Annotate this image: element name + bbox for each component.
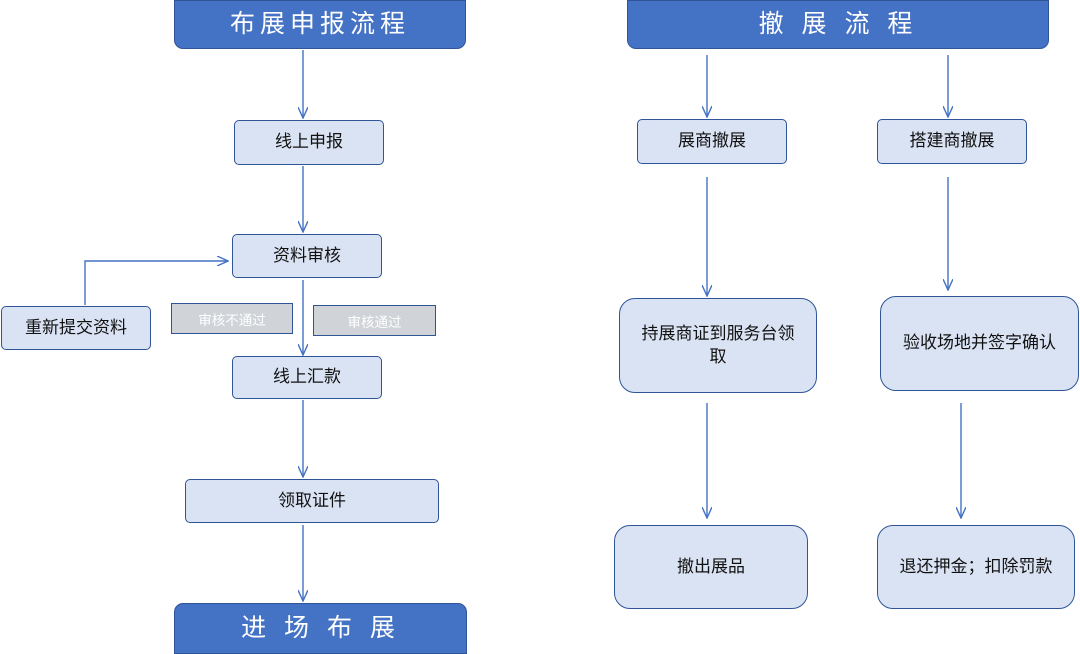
- step-document-review: 资料审核: [232, 234, 382, 278]
- review-fail-label: 审核不通过: [171, 303, 293, 334]
- review-pass-label: 审核通过: [313, 305, 436, 336]
- builder-refund-deposit: 退还押金；扣除罚款: [877, 525, 1075, 609]
- resubmit-documents: 重新提交资料: [1, 306, 151, 350]
- exhibitor-remove-exhibits: 撤出展品: [614, 525, 808, 609]
- builder-inspect-and-sign: 验收场地并签字确认: [880, 296, 1079, 391]
- right-title: 撤 展 流 程: [627, 0, 1049, 49]
- left-title: 布展申报流程: [174, 0, 466, 49]
- arrow-resubmit-to-review: [84, 261, 228, 305]
- step-online-apply: 线上申报: [234, 120, 384, 165]
- builder-dismantle: 搭建商撤展: [877, 119, 1027, 164]
- left-end-enter-venue: 进 场 布 展: [174, 603, 467, 654]
- step-collect-certificate: 领取证件: [185, 479, 439, 523]
- step-online-payment: 线上汇款: [232, 356, 382, 399]
- exhibitor-collect-at-desk: 持展商证到服务台领取: [619, 298, 817, 393]
- exhibitor-dismantle: 展商撤展: [637, 119, 787, 164]
